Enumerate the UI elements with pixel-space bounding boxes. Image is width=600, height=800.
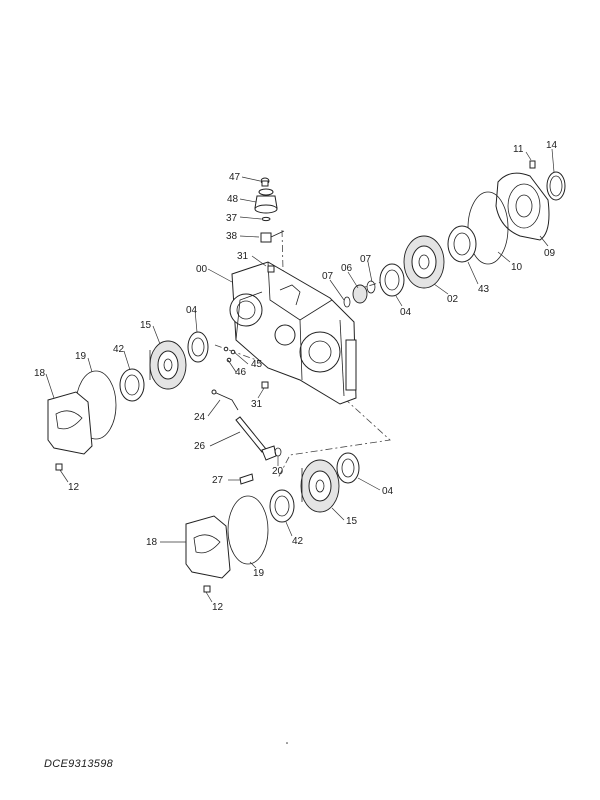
label-06: 06 [341, 263, 353, 274]
label-07-right: 07 [360, 254, 372, 265]
label-47: 47 [229, 172, 241, 183]
label-14: 14 [546, 140, 558, 151]
bottom-bearing-group [185, 452, 360, 593]
label-15-bottom: 15 [346, 516, 358, 527]
document-code: DCE9313598 [44, 758, 114, 770]
label-37: 37 [226, 213, 238, 224]
label-10: 10 [511, 262, 523, 273]
label-19-left: 19 [75, 351, 87, 362]
label-42-left: 42 [113, 344, 125, 355]
label-19-bottom: 19 [253, 568, 265, 579]
label-09: 09 [544, 248, 556, 259]
label-43: 43 [478, 284, 490, 295]
gear-housing [229, 261, 357, 405]
small-parts [211, 346, 282, 485]
label-27: 27 [212, 475, 224, 486]
label-12-bottom: 12 [212, 602, 224, 613]
label-48: 48 [227, 194, 239, 205]
label-26: 26 [194, 441, 206, 452]
speck-mark [286, 742, 288, 744]
label-15-left: 15 [140, 320, 152, 331]
label-11: 11 [513, 144, 524, 155]
label-42-bottom: 42 [292, 536, 304, 547]
left-bearing-group [47, 331, 209, 471]
label-04-bottom: 04 [382, 486, 394, 497]
right-bearing-group [343, 160, 566, 308]
label-00: 00 [196, 264, 208, 275]
label-31-bottom: 31 [251, 399, 263, 410]
label-04-right: 04 [400, 307, 412, 318]
label-45: 45 [251, 359, 263, 370]
label-24: 24 [194, 412, 206, 423]
part-labels: 47 48 37 38 31 00 11 14 09 10 43 02 07 0… [34, 140, 558, 613]
label-07-left: 07 [322, 271, 334, 282]
label-31-top: 31 [237, 251, 249, 262]
label-18-bottom: 18 [146, 537, 158, 548]
label-04-left: 04 [186, 305, 198, 316]
breather-assembly [254, 177, 285, 273]
leader-lines [45, 148, 555, 603]
label-12-left: 12 [68, 482, 80, 493]
label-46: 46 [235, 367, 247, 378]
label-02: 02 [447, 294, 459, 305]
label-18-left: 18 [34, 368, 46, 379]
label-20: 20 [272, 466, 284, 477]
label-38: 38 [226, 231, 238, 242]
